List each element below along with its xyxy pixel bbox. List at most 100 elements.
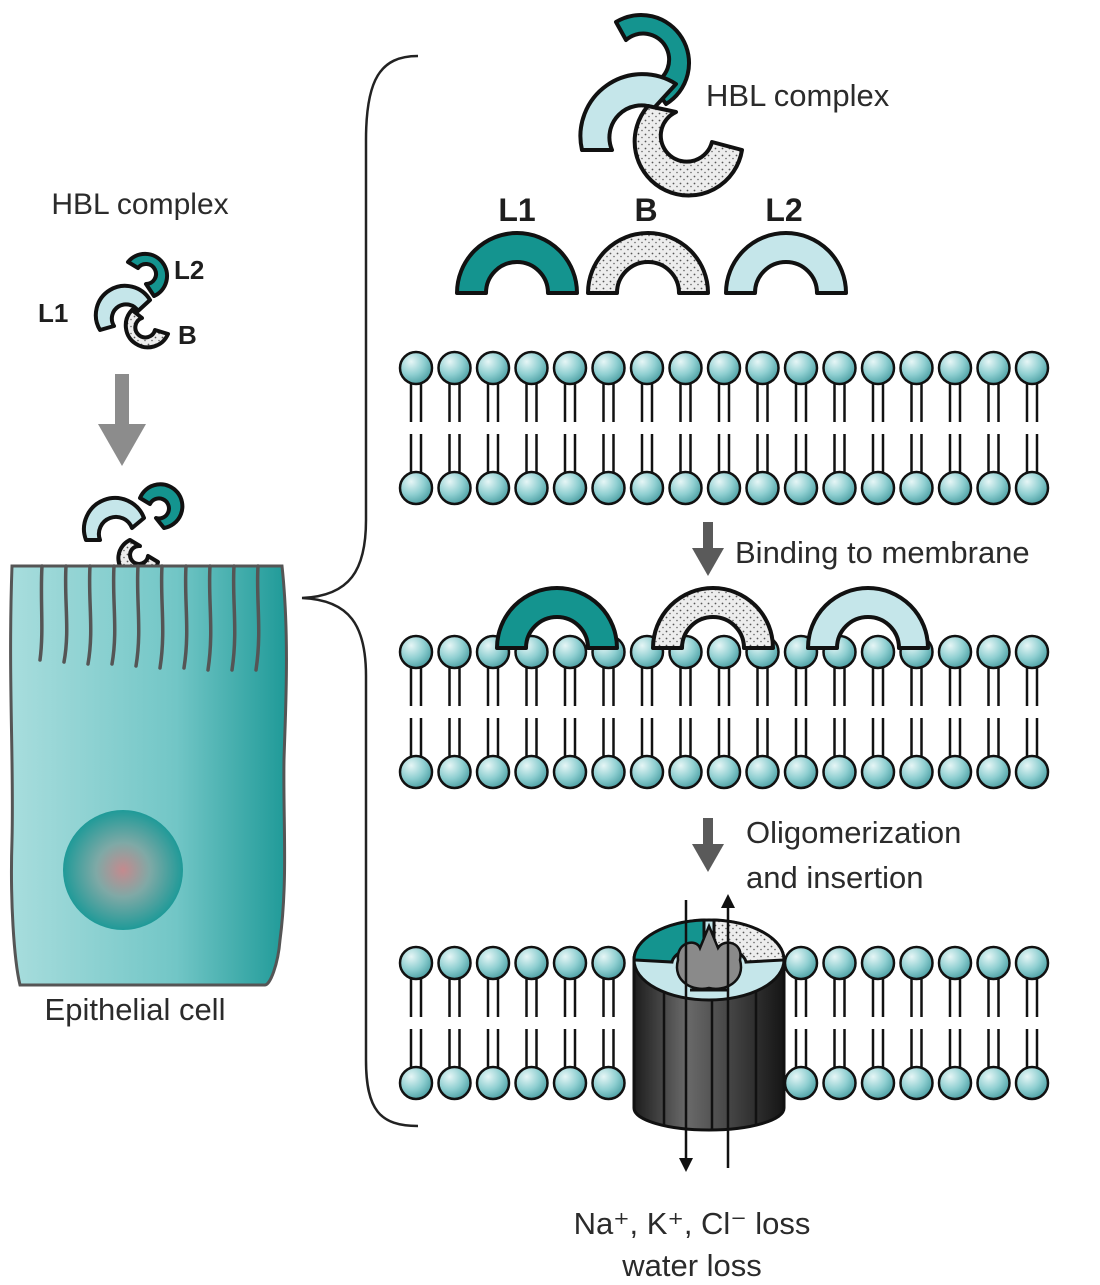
lipid-tails — [525, 382, 538, 474]
left-complex-title: HBL complex — [51, 188, 228, 221]
hbl-pore — [632, 894, 786, 1172]
lipid-head — [437, 634, 472, 670]
lipid-head — [899, 1065, 934, 1101]
lipid-head — [1014, 754, 1050, 790]
lipid-tails — [486, 666, 500, 758]
left-label-b: B — [178, 320, 197, 350]
lipid-head — [398, 945, 434, 981]
lipid-head — [899, 945, 934, 981]
lipid-head — [706, 470, 742, 506]
subunit-label-l1: L1 — [498, 192, 535, 228]
lipid-head — [976, 470, 1011, 506]
lipid-head — [437, 945, 472, 981]
lipid-tails — [409, 382, 423, 474]
lipid-head — [706, 754, 742, 790]
left-hbl-complex — [93, 251, 170, 350]
lipid-tails — [1025, 977, 1039, 1069]
ion-flow-arrows — [679, 894, 735, 1172]
subunit-label-b: B — [634, 192, 657, 228]
lipid-head — [668, 350, 703, 386]
lipid-head — [1014, 634, 1050, 670]
lipid-tails — [948, 666, 962, 758]
lipid-head — [822, 754, 857, 790]
lipid-tails — [910, 666, 923, 758]
lipid-tails — [987, 382, 1000, 474]
binding-arrow — [692, 522, 724, 576]
lipid-head — [822, 470, 857, 506]
lipid-tails — [640, 666, 654, 758]
lipid-tails — [486, 977, 500, 1069]
lipid-head — [437, 1065, 472, 1101]
lipid-head — [822, 350, 857, 386]
lipid-head — [398, 470, 434, 506]
lipid-head — [591, 1065, 626, 1101]
lipid-head — [437, 754, 472, 790]
left-down-arrow — [98, 374, 146, 466]
lipid-tails — [756, 382, 769, 474]
lipid-tails — [602, 977, 615, 1069]
left-complex-b-subunit — [123, 308, 170, 350]
lipid-head — [783, 754, 819, 790]
lipid-head — [552, 470, 588, 506]
cell-label: Epithelial cell — [45, 992, 226, 1027]
lipid-head — [1014, 470, 1050, 506]
lipid-tails — [794, 666, 808, 758]
grouping-brace — [301, 54, 419, 1128]
lipid-head — [899, 350, 934, 386]
cell-nucleus — [63, 810, 183, 930]
lipid-tails — [563, 977, 577, 1069]
cell-bound-hbl-complex — [82, 482, 185, 581]
step-oligomerization-label-1: Oligomerization — [746, 815, 961, 850]
lipid-tails — [1025, 382, 1039, 474]
lipid-tails — [563, 666, 577, 758]
left-label-l2: L2 — [174, 255, 204, 285]
lipid-tails — [794, 382, 808, 474]
lipid-head — [937, 470, 973, 506]
subunit-l2 — [724, 231, 848, 295]
lipid-tails — [871, 977, 885, 1069]
lipid-head — [822, 1065, 857, 1101]
lipid-head — [552, 350, 588, 386]
lipid-head — [976, 634, 1011, 670]
lipid-tails — [486, 382, 500, 474]
lipid-head — [937, 634, 973, 670]
lipid-tails — [409, 977, 423, 1069]
lipid-head — [1014, 350, 1050, 386]
lipid-head — [899, 470, 934, 506]
lipid-tails — [448, 977, 461, 1069]
lipid-head — [976, 1065, 1011, 1101]
complex-b-subunit — [632, 104, 744, 198]
lipid-head — [475, 350, 511, 386]
lipid-head — [552, 1065, 588, 1101]
lipid-head — [860, 945, 896, 981]
lipid-head — [514, 1065, 549, 1101]
lipid-tails — [871, 666, 885, 758]
lipid-tails — [910, 977, 923, 1069]
lipid-head — [783, 470, 819, 506]
lipid-head — [629, 754, 665, 790]
lipid-head — [668, 754, 703, 790]
complex-l1-subunit — [578, 72, 678, 152]
lipid-tails — [1025, 666, 1039, 758]
lipid-tails — [833, 666, 846, 758]
lipid-head — [1014, 945, 1050, 981]
lipid-head — [976, 945, 1011, 981]
lipid-tails — [756, 666, 769, 758]
lipid-head — [860, 1065, 896, 1101]
lipid-head — [783, 945, 819, 981]
lipid-tails — [717, 666, 731, 758]
lipid-head — [937, 350, 973, 386]
membrane-intact — [398, 350, 1050, 506]
lipid-head — [668, 470, 703, 506]
lipid-tails — [833, 977, 846, 1069]
lipid-head — [398, 1065, 434, 1101]
pore-lumen — [675, 922, 743, 991]
lipid-head — [783, 350, 819, 386]
lipid-head — [860, 470, 896, 506]
left-label-l1: L1 — [38, 298, 68, 328]
lipid-tails — [948, 977, 962, 1069]
lipid-head — [475, 470, 511, 506]
lipid-head — [706, 634, 742, 670]
lipid-head — [437, 350, 472, 386]
